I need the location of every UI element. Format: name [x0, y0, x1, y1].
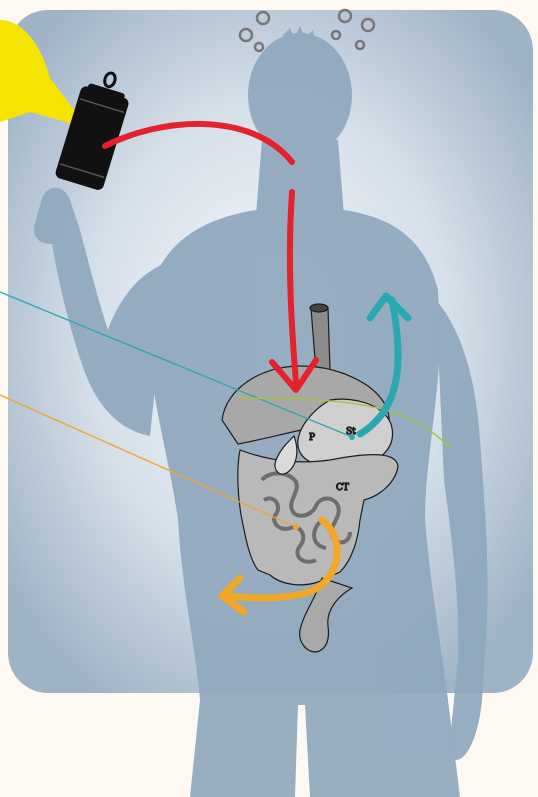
leader-dot-teal — [349, 434, 355, 440]
colon-label: CT — [336, 483, 349, 493]
pancreas-label: P — [309, 433, 315, 443]
leader-dot-orange — [293, 524, 299, 530]
